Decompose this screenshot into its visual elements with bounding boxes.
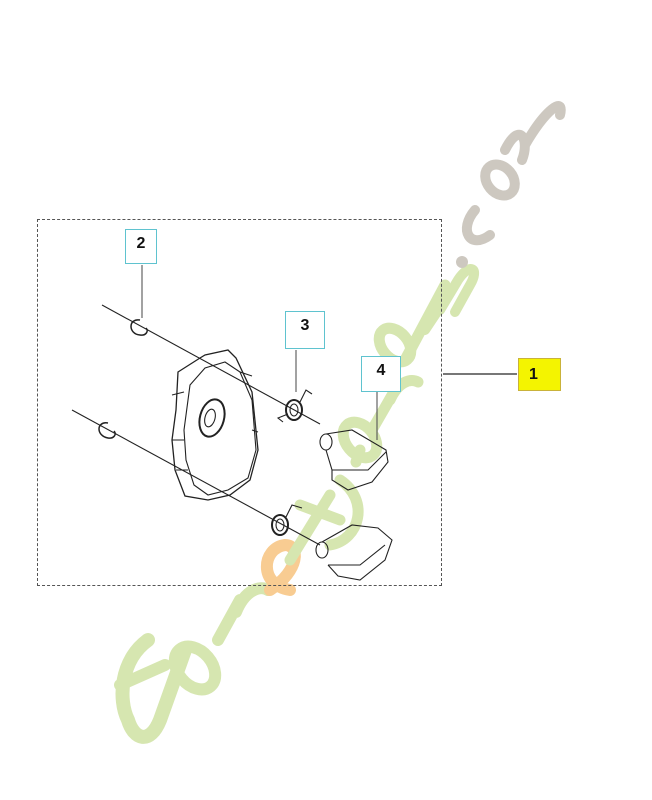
spring-lower (271, 504, 303, 536)
retaining-clip-lower (98, 422, 116, 439)
callout-3-label: 3 (300, 317, 310, 334)
callout-1[interactable]: 1 (518, 358, 561, 391)
shoe-lower (315, 524, 393, 581)
callout-2-label: 2 (136, 235, 146, 252)
callout-3[interactable]: 3 (285, 311, 325, 349)
spring-upper (276, 389, 313, 423)
callout-4[interactable]: 4 (361, 356, 401, 392)
callout-2[interactable]: 2 (125, 229, 157, 264)
leader-line-1 (443, 373, 517, 375)
callout-4-label: 4 (376, 362, 386, 379)
retaining-clip-upper (130, 319, 148, 336)
clutch-hub (171, 349, 259, 501)
callout-1-label: 1 (529, 365, 538, 383)
shoe-upper (319, 429, 389, 491)
assembly-boundary (37, 219, 442, 586)
